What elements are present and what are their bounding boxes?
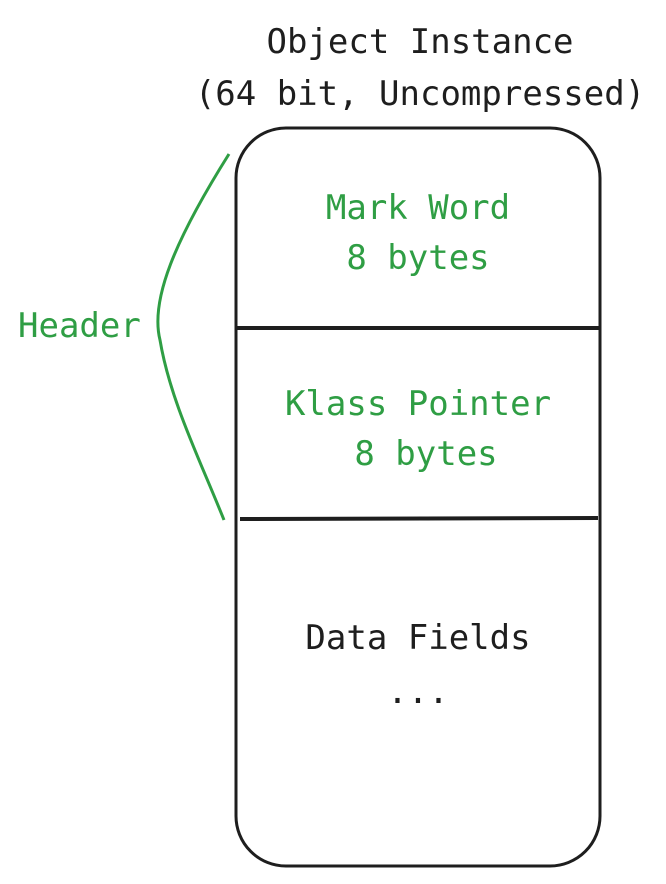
mark-word-size: 8 bytes	[346, 238, 490, 278]
object-box	[234, 126, 602, 868]
title-line2: (64 bit, Uncompressed)	[194, 74, 646, 114]
klass-pointer-size: 8 bytes	[354, 434, 498, 474]
klass-pointer-label: Klass Pointer	[284, 384, 552, 424]
divider-klass-data	[239, 516, 599, 521]
mark-word-label: Mark Word	[325, 188, 511, 228]
header-label: Header	[18, 306, 141, 346]
data-fields-ellipsis: ...	[387, 672, 449, 712]
header-brace	[156, 153, 231, 521]
title-line1: Object Instance	[266, 22, 574, 62]
data-fields-label: Data Fields	[305, 618, 531, 658]
